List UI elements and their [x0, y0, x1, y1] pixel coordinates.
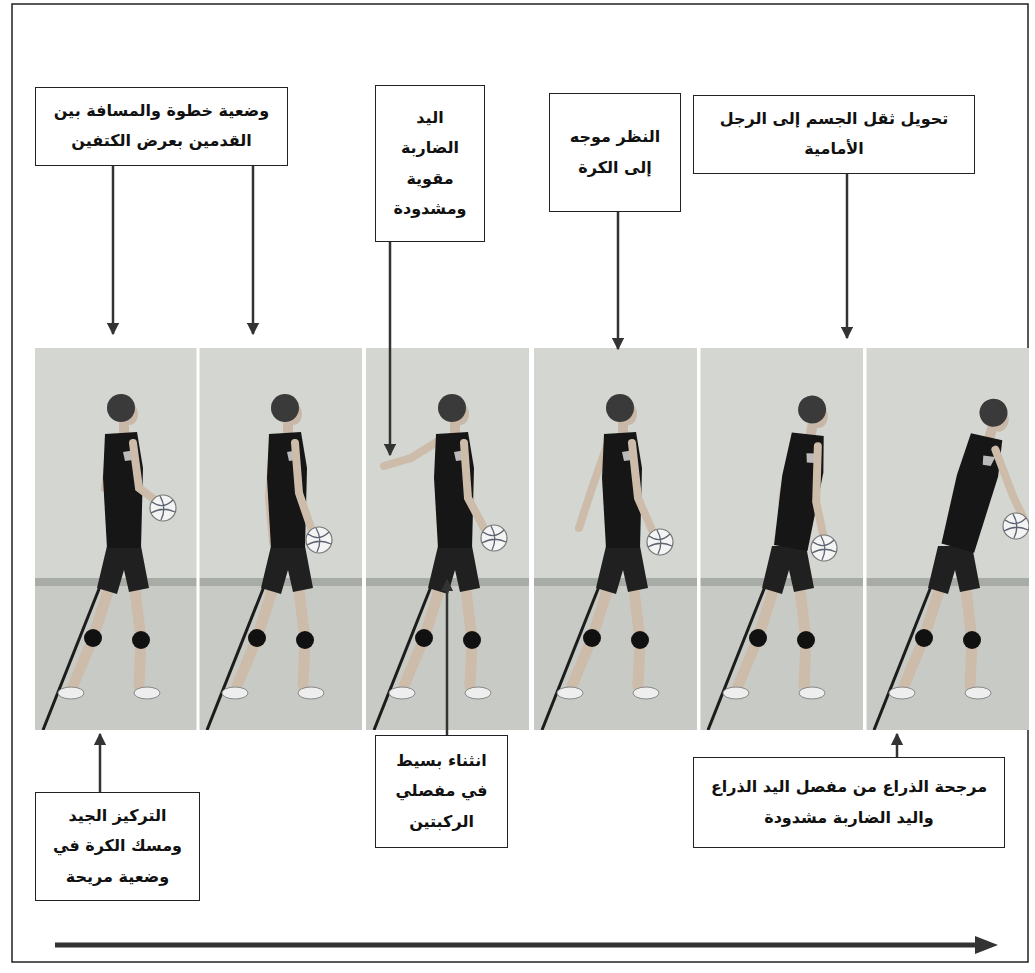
callout-text: النظر موجه إلى الكرة	[560, 122, 670, 183]
leader-arrow	[389, 242, 392, 455]
callout-box: مرجحة الذراع من مفصل اليد الذراع واليد ا…	[693, 757, 1005, 848]
leader-arrow	[617, 212, 620, 349]
photo-frame	[700, 348, 863, 730]
callout-text: تحويل ثقل الجسم إلى الرجل الأمامية	[704, 104, 964, 165]
callout-box: التركيز الجيد ومسك الكرة في وضعية مريحة	[35, 792, 200, 901]
callout-text: مرجحة الذراع من مفصل اليد الذراع واليد ا…	[704, 772, 994, 833]
callout-text: التركيز الجيد ومسك الكرة في وضعية مريحة	[46, 801, 189, 892]
leader-arrows	[100, 166, 897, 792]
callout-box: وضعية خطوة والمسافة بين القدمين بعرض الك…	[35, 87, 288, 166]
callout-text: اليد الضاربة مقوية ومشدودة	[386, 103, 474, 225]
photo-frame	[534, 348, 697, 730]
leader-arrow	[846, 174, 849, 338]
photo-frame	[866, 348, 1029, 730]
leader-arrow	[896, 734, 899, 757]
sequence-arrow	[55, 936, 998, 954]
callout-box: تحويل ثقل الجسم إلى الرجل الأمامية	[693, 95, 975, 174]
frame-separator	[198, 348, 865, 730]
leader-arrow	[99, 734, 102, 792]
callout-text: انثناء بسيط في مفصلي الركبتين	[386, 746, 497, 837]
callout-box: النظر موجه إلى الكرة	[549, 93, 681, 212]
photo-frame	[199, 348, 362, 730]
callout-box: اليد الضاربة مقوية ومشدودة	[375, 85, 485, 242]
outer-frame	[12, 4, 1028, 962]
callout-text: وضعية خطوة والمسافة بين القدمين بعرض الك…	[46, 96, 277, 157]
photo-frame	[35, 348, 198, 730]
callout-box: انثناء بسيط في مفصلي الركبتين	[375, 735, 508, 848]
leader-arrow	[446, 580, 449, 735]
leader-arrow	[112, 166, 115, 334]
leader-arrow	[252, 166, 255, 334]
